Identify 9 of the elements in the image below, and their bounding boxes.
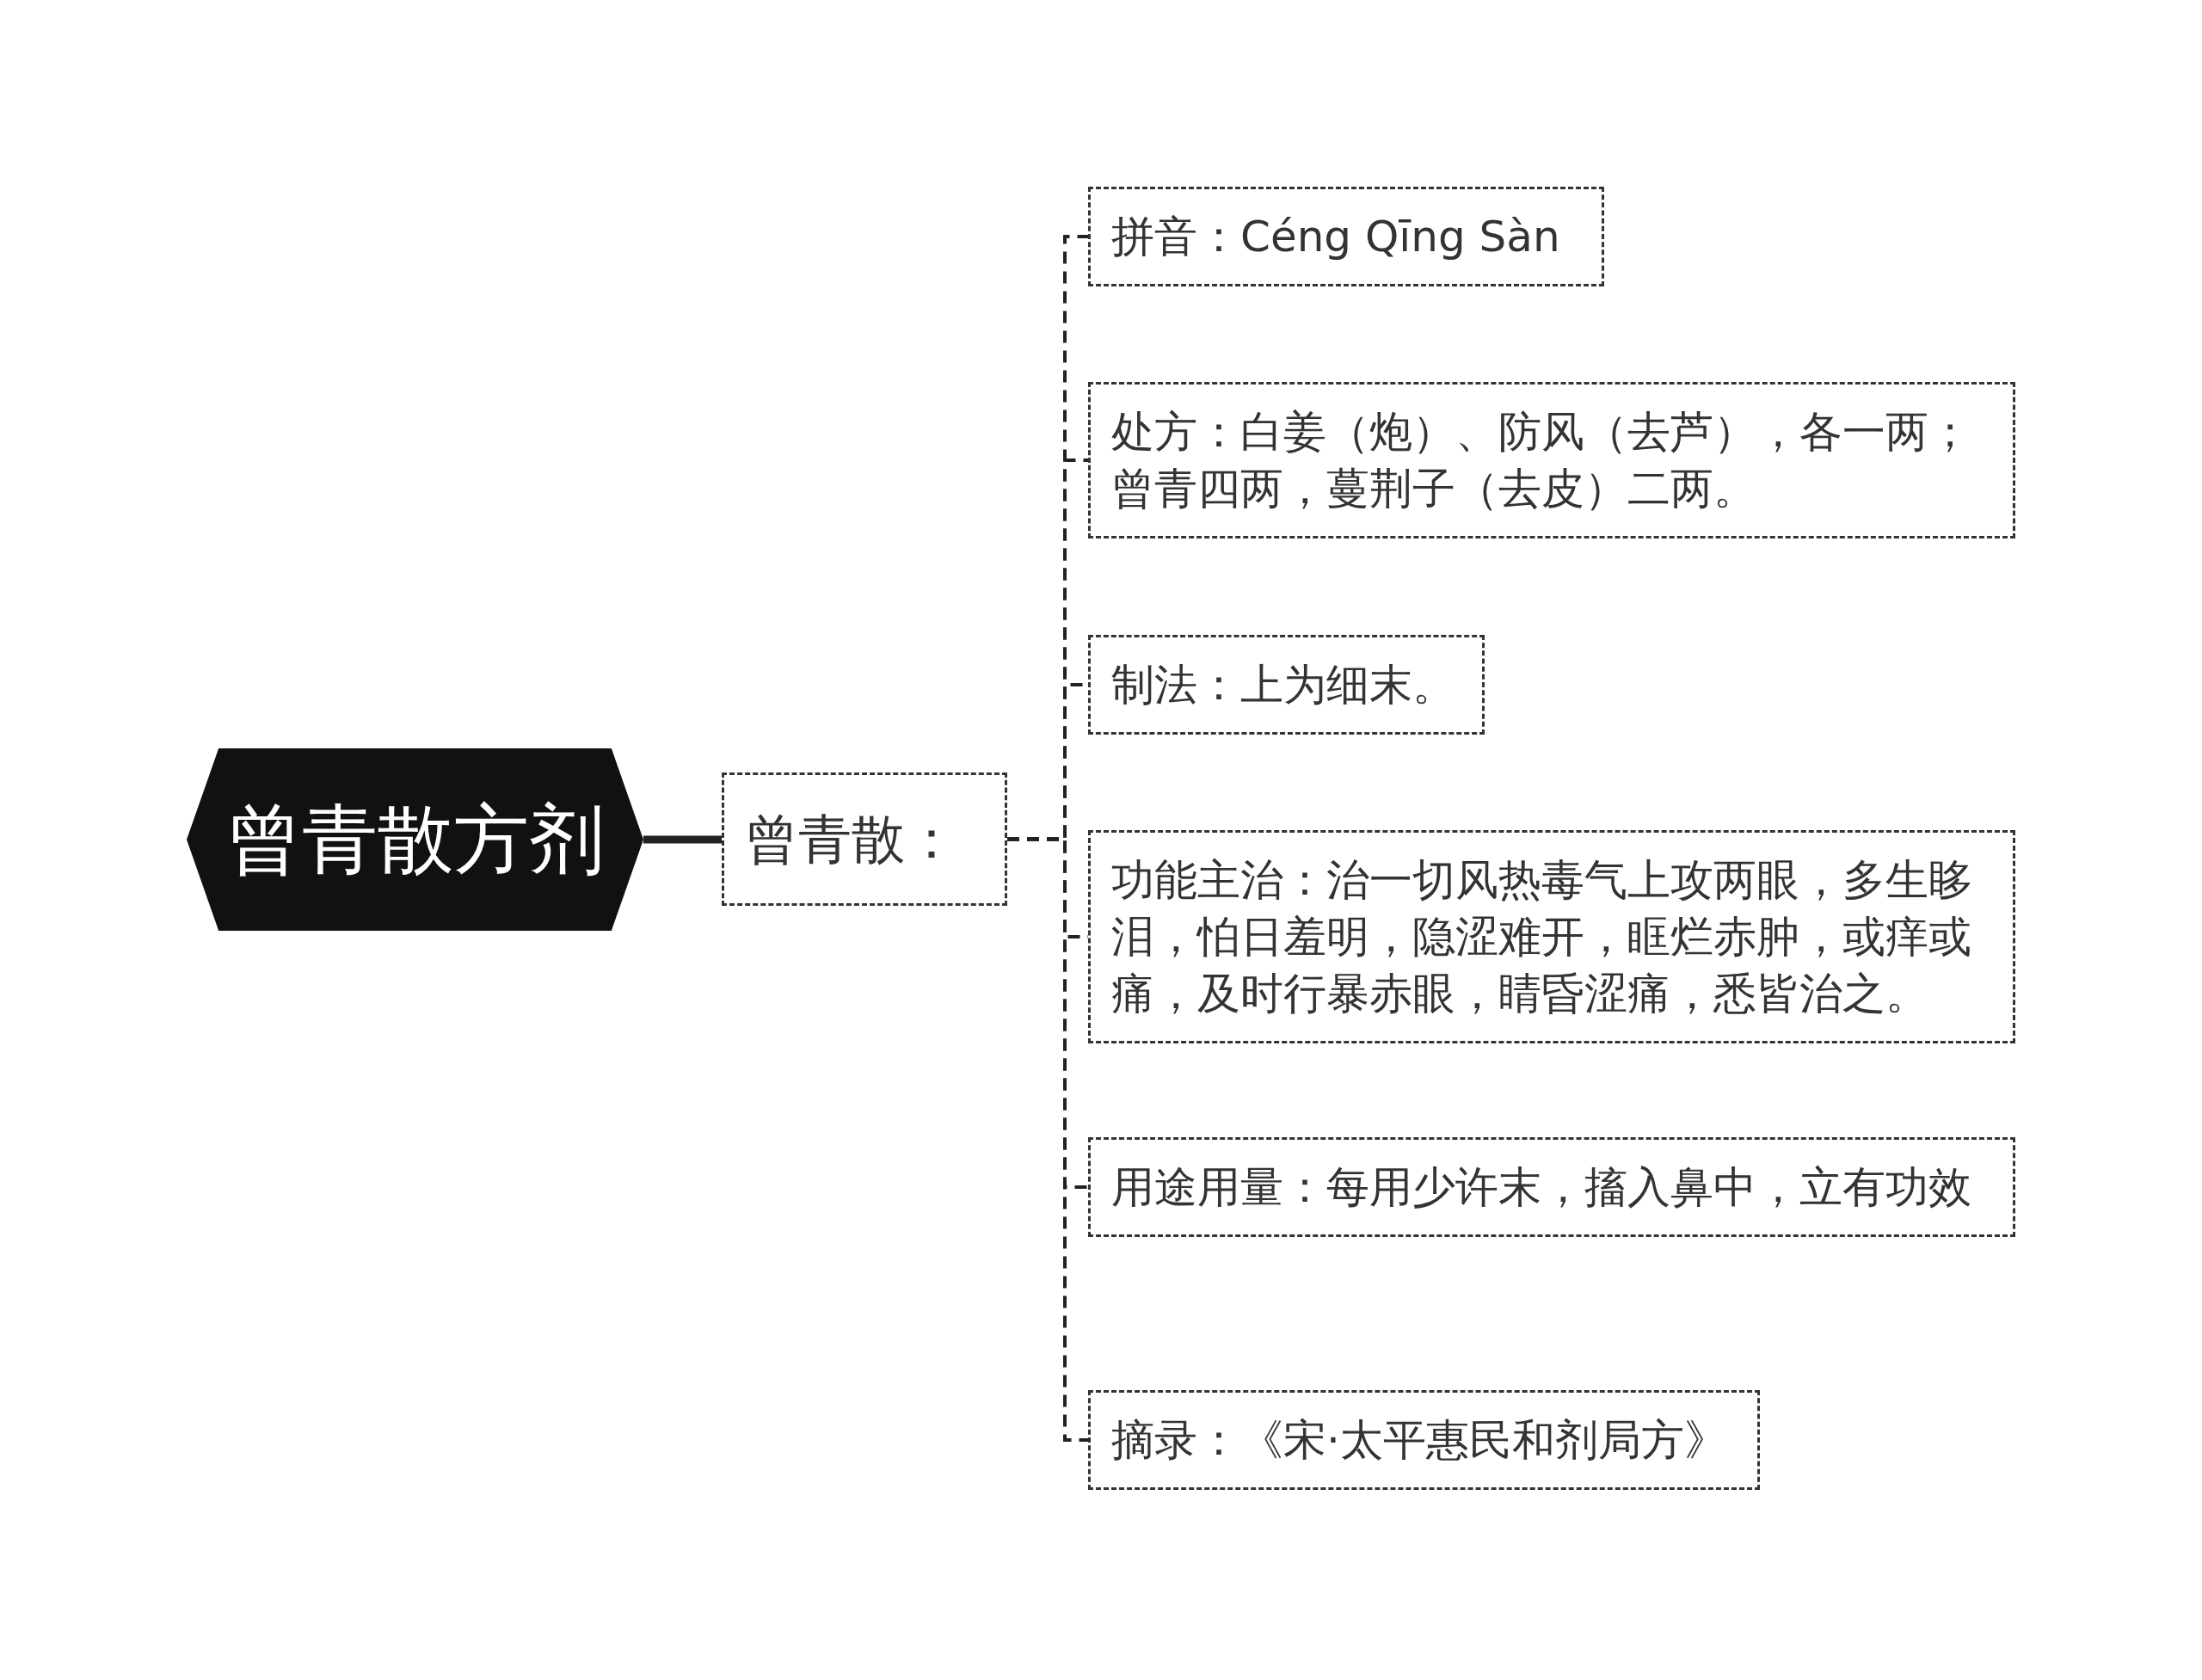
connector-line	[1007, 837, 1088, 1442]
topic-box: 处方：白姜（炮）、防风（去芦），各一两；曾青四两，蔓荆子（去皮）二两。	[1088, 382, 2015, 538]
topic-box: 制法：上为细末。	[1088, 635, 1485, 735]
topic-box: 曾青散：	[722, 772, 1007, 906]
connector-line	[643, 835, 722, 844]
topic-box: 拼音：Céng Qīng Sàn	[1088, 187, 1604, 286]
topic-box: 用途用量：每用少许末，搐入鼻中，立有功效	[1088, 1137, 2015, 1237]
topic-box: 摘录：《宋·太平惠民和剂局方》	[1088, 1390, 1760, 1490]
topic-box: 功能主治：治一切风热毒气上攻两眼，多生眵泪，怕日羞明，隐涩难开，眶烂赤肿，或痒或痛，及时行暴赤眼，睛昏涩痛，悉皆治之。	[1088, 830, 2015, 1043]
